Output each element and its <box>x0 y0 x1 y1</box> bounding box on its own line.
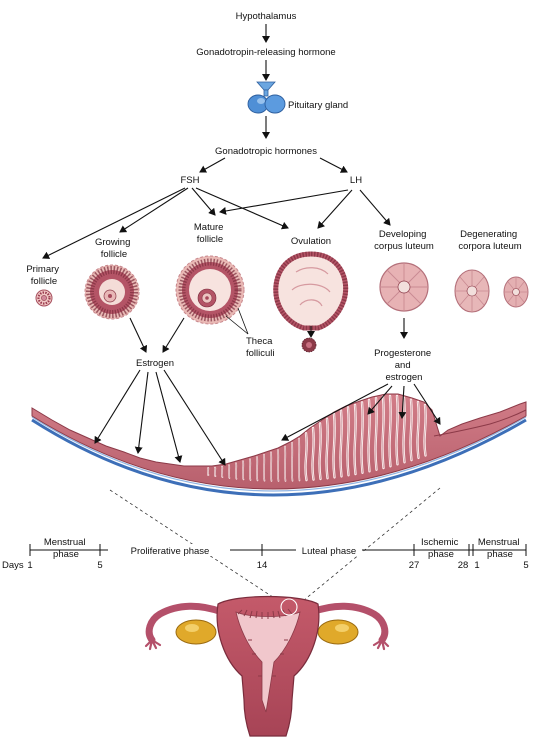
arrow-estrogen-endo-4 <box>163 369 226 466</box>
day-tick-1: 1 <box>27 560 32 571</box>
gland-outline <box>375 398 377 470</box>
gland-outline <box>312 427 314 480</box>
developing-corpus-luteum-icon <box>379 262 429 312</box>
gland-outline <box>263 454 265 481</box>
gland-outline <box>424 404 426 456</box>
gland-outline <box>221 466 223 478</box>
uterus-icon <box>144 595 390 737</box>
arrow-fsh-mature <box>191 187 216 216</box>
gland-outline <box>319 423 321 480</box>
gland-outline <box>298 438 300 481</box>
arrow-prog-endo-4 <box>413 383 441 425</box>
progesterone-estrogen-label: Progesterone and estrogen <box>374 348 434 383</box>
gland-outline <box>277 449 279 482</box>
gland-outline <box>389 395 391 467</box>
arrow-estrogen-endo-1 <box>94 369 141 444</box>
arrow-estrogen-endo-3 <box>155 371 183 463</box>
gland-outline <box>354 404 356 475</box>
gland-outline <box>417 401 419 458</box>
menstrual-phase-2-label: Menstrual phase <box>478 537 522 560</box>
estrogen-label: Estrogen <box>136 358 174 369</box>
gland-outline <box>256 456 258 481</box>
zoom-line-right <box>297 487 441 606</box>
day-tick-14: 14 <box>257 560 268 571</box>
growing-follicle-label: Growing follicle <box>95 237 133 260</box>
gonadotropic-label: Gonadotropic hormones <box>215 146 317 157</box>
day-tick-28: 28 <box>458 560 469 571</box>
arrow-fsh-primary <box>42 187 186 259</box>
gnrh-label: Gonadotropin-releasing hormone <box>196 47 335 58</box>
gland-outline <box>340 410 342 477</box>
gland-outline <box>242 461 244 480</box>
gland-outline <box>396 395 398 465</box>
gland-outline <box>326 418 328 479</box>
gland-outline <box>333 413 335 478</box>
growing-follicle-icon <box>84 264 140 320</box>
hypothalamus-label: Hypothalamus <box>236 11 297 22</box>
primary-follicle-icon <box>35 289 53 307</box>
gland-outline <box>207 467 209 476</box>
gland-outline <box>235 463 237 479</box>
gland-outline <box>249 459 251 481</box>
fsh-label: FSH <box>181 175 200 186</box>
gland-outline <box>361 402 363 473</box>
arrow-fsh-growing <box>119 187 189 233</box>
arrow-prog-endo-1 <box>281 383 389 441</box>
gland-outline <box>403 397 405 463</box>
ischemic-phase-label: Ischemic phase <box>421 537 461 560</box>
arrow-to-lh <box>319 157 348 173</box>
lh-label: LH <box>350 175 362 186</box>
gland-outline <box>228 464 230 479</box>
mature-follicle-icon <box>175 255 245 325</box>
arrow-mature-estrogen <box>162 317 185 353</box>
gland-outline <box>284 446 286 481</box>
arrow-to-fsh <box>199 157 226 173</box>
proliferative-phase-label: Proliferative phase <box>131 546 210 557</box>
theca-folliculi-label: Theca folliculi <box>246 336 275 359</box>
gland-outline <box>347 407 349 476</box>
gland-outline <box>410 399 412 461</box>
arrow-lh-corpus <box>359 189 391 226</box>
gland-outline <box>382 396 384 469</box>
gland-outline <box>305 433 307 481</box>
pituitary-label: Pituitary gland <box>288 100 348 111</box>
days-label: Days <box>2 560 24 571</box>
arrow-lh-ovulation <box>317 189 353 229</box>
day-tick-1b: 1 <box>474 560 479 571</box>
mature-follicle-label: Mature follicle <box>194 222 226 245</box>
day-tick-27: 27 <box>409 560 420 571</box>
gland-outline <box>214 467 216 477</box>
ovulation-follicle-icon <box>273 251 349 353</box>
degenerating-corpus-luteum-small-icon <box>503 276 529 308</box>
arrow-prog-endo-2 <box>367 385 393 415</box>
gland-outline <box>291 442 293 481</box>
day-tick-5: 5 <box>97 560 102 571</box>
arrow-growing-estrogen <box>129 317 148 353</box>
arrow-prog-endo-3 <box>398 385 407 419</box>
degenerating-corpora-label: Degenerating corpora luteum <box>458 229 521 252</box>
primary-follicle-label: Primary follicle <box>26 264 61 287</box>
arrow-estrogen-endo-2 <box>134 371 149 454</box>
arrow-lh-mature <box>219 189 349 215</box>
degenerating-corpus-luteum-large-icon <box>454 269 490 313</box>
pituitary-gland-icon <box>247 81 286 114</box>
theca-pointer-2 <box>237 307 249 335</box>
gland-outline <box>270 452 272 481</box>
ovulation-label: Ovulation <box>291 236 331 247</box>
luteal-phase-label: Luteal phase <box>302 546 356 557</box>
menstrual-phase-1-label: Menstrual phase <box>44 537 88 560</box>
endometrium-surface <box>433 409 527 437</box>
day-tick-5b: 5 <box>523 560 528 571</box>
developing-corpus-label: Developing corpus luteum <box>374 229 434 252</box>
theca-pointer-1 <box>225 315 249 335</box>
